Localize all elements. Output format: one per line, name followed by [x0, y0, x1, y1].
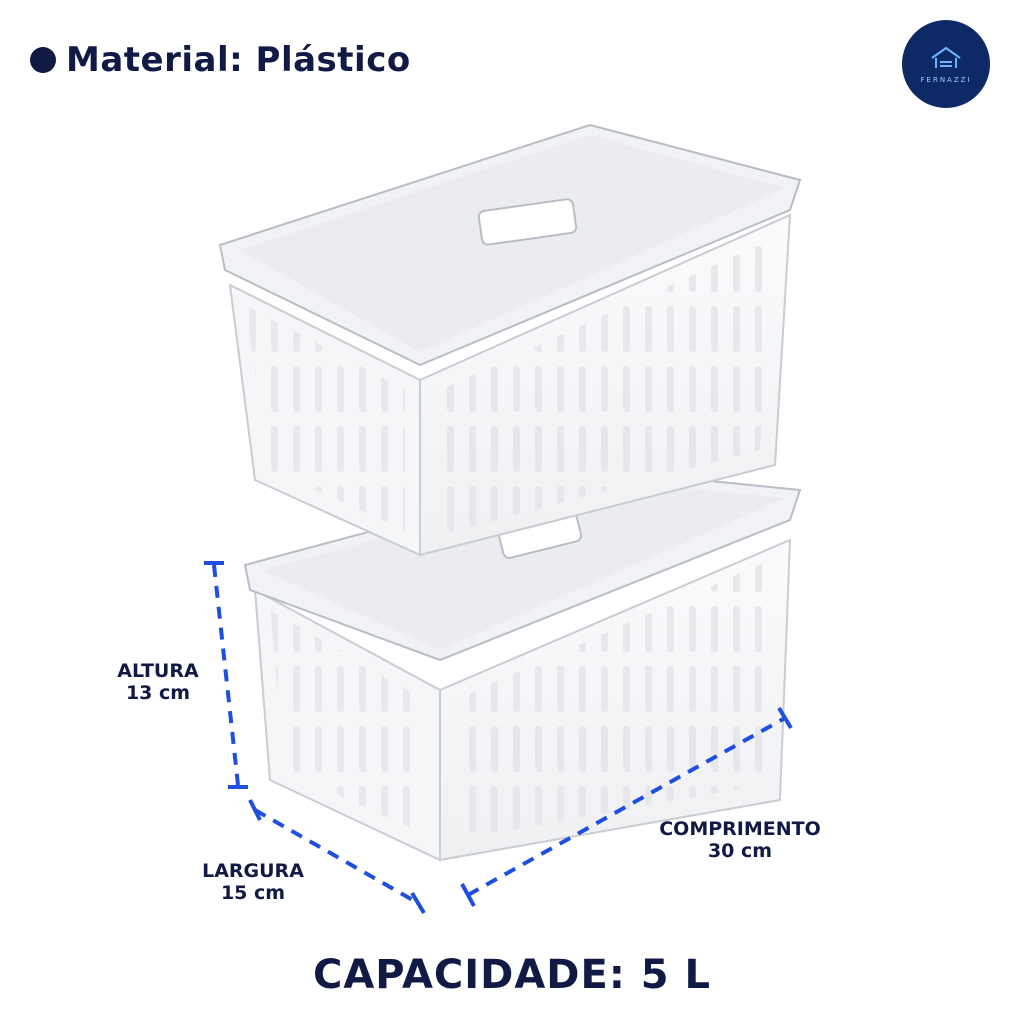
- height-label-title: ALTURA: [117, 660, 199, 682]
- brand-logo: FERNAZZI: [902, 20, 990, 108]
- material-header: Material: Plástico: [30, 40, 411, 80]
- dimension-lines: [204, 561, 793, 915]
- length-label-title: COMPRIMENTO: [659, 818, 821, 840]
- width-label-value: 15 cm: [220, 882, 286, 904]
- length-label-value: 30 cm: [707, 840, 773, 862]
- top-basket: [218, 123, 802, 557]
- material-text: Material: Plástico: [66, 40, 411, 80]
- house-roof-icon: [931, 46, 961, 68]
- length-label: COMPRIMENTO 30 cm: [640, 818, 840, 862]
- logo-brand-text: FERNAZZI: [920, 76, 972, 84]
- width-label: LARGURA 15 cm: [188, 860, 318, 904]
- height-label: ALTURA 13 cm: [98, 660, 218, 704]
- capacity-text: CAPACIDADE: 5 L: [312, 952, 711, 998]
- height-label-value: 13 cm: [125, 682, 191, 704]
- width-label-title: LARGURA: [202, 860, 304, 882]
- bullet-icon: [30, 47, 56, 73]
